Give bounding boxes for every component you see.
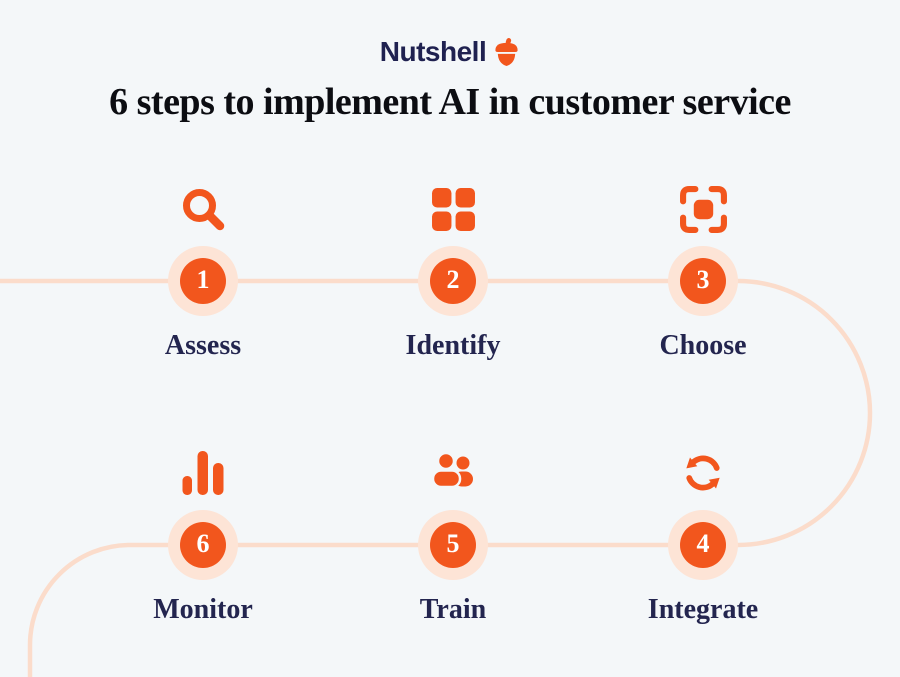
step-number-halo: 6 (168, 510, 238, 580)
bar-chart-icon (179, 448, 227, 498)
logo-text: Nutshell (379, 36, 487, 67)
step-number-badge: 5 (430, 522, 476, 568)
step-label: Identify (405, 330, 501, 361)
step-number-badge: 6 (180, 522, 226, 568)
step-number-badge: 1 (180, 258, 226, 304)
step-train: 5 Train (328, 448, 578, 626)
step-label: Choose (659, 330, 747, 361)
step-number-halo: 2 (418, 246, 488, 316)
magnifier-icon (179, 184, 227, 234)
step-label: Integrate (647, 594, 759, 625)
step-identify: 2 Identify (328, 184, 578, 362)
step-number-halo: 5 (418, 510, 488, 580)
scan-frame-icon (679, 184, 728, 234)
page-title: 6 steps to implement AI in customer serv… (109, 81, 791, 123)
step-label: Train (419, 594, 487, 625)
step-number-badge: 4 (680, 522, 726, 568)
sync-arrows-icon (678, 448, 728, 498)
grid-icon (431, 184, 476, 234)
acorn-icon (495, 38, 518, 66)
logo: Nutshell (0, 36, 900, 68)
step-number-halo: 4 (668, 510, 738, 580)
step-number-halo: 3 (668, 246, 738, 316)
step-assess: 1 Assess (78, 184, 328, 362)
step-label: Assess (164, 330, 242, 361)
step-label: Monitor (153, 594, 253, 625)
people-icon (428, 448, 478, 498)
step-number-halo: 1 (168, 246, 238, 316)
step-monitor: 6 Monitor (78, 448, 328, 626)
step-integrate: 4 Integrate (578, 448, 828, 626)
step-number-badge: 2 (430, 258, 476, 304)
step-number-badge: 3 (680, 258, 726, 304)
step-choose: 3 Choose (578, 184, 828, 362)
